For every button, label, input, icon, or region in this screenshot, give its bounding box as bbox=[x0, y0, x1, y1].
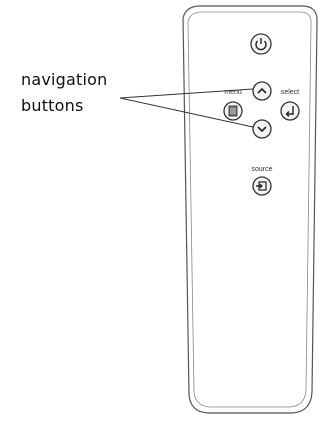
power-icon bbox=[255, 38, 267, 51]
source-label: source bbox=[251, 166, 273, 173]
up-button[interactable] bbox=[252, 81, 272, 101]
power-button[interactable] bbox=[250, 33, 272, 55]
select-button[interactable] bbox=[280, 101, 300, 121]
menu-icon bbox=[228, 105, 238, 117]
source-input-icon bbox=[256, 181, 267, 191]
select-label: select bbox=[280, 89, 300, 96]
enter-icon bbox=[285, 106, 294, 117]
remote-control-body bbox=[182, 5, 318, 414]
callout-label-line2: buttons bbox=[21, 96, 84, 115]
callout-label-line1: navigation bbox=[21, 70, 108, 89]
menu-button[interactable] bbox=[223, 101, 243, 121]
down-button[interactable] bbox=[252, 119, 272, 139]
chevron-down-icon bbox=[257, 126, 267, 133]
source-button[interactable] bbox=[252, 176, 272, 196]
menu-label: menu bbox=[224, 89, 242, 96]
chevron-up-icon bbox=[257, 87, 267, 94]
callout-lines bbox=[119, 88, 254, 128]
